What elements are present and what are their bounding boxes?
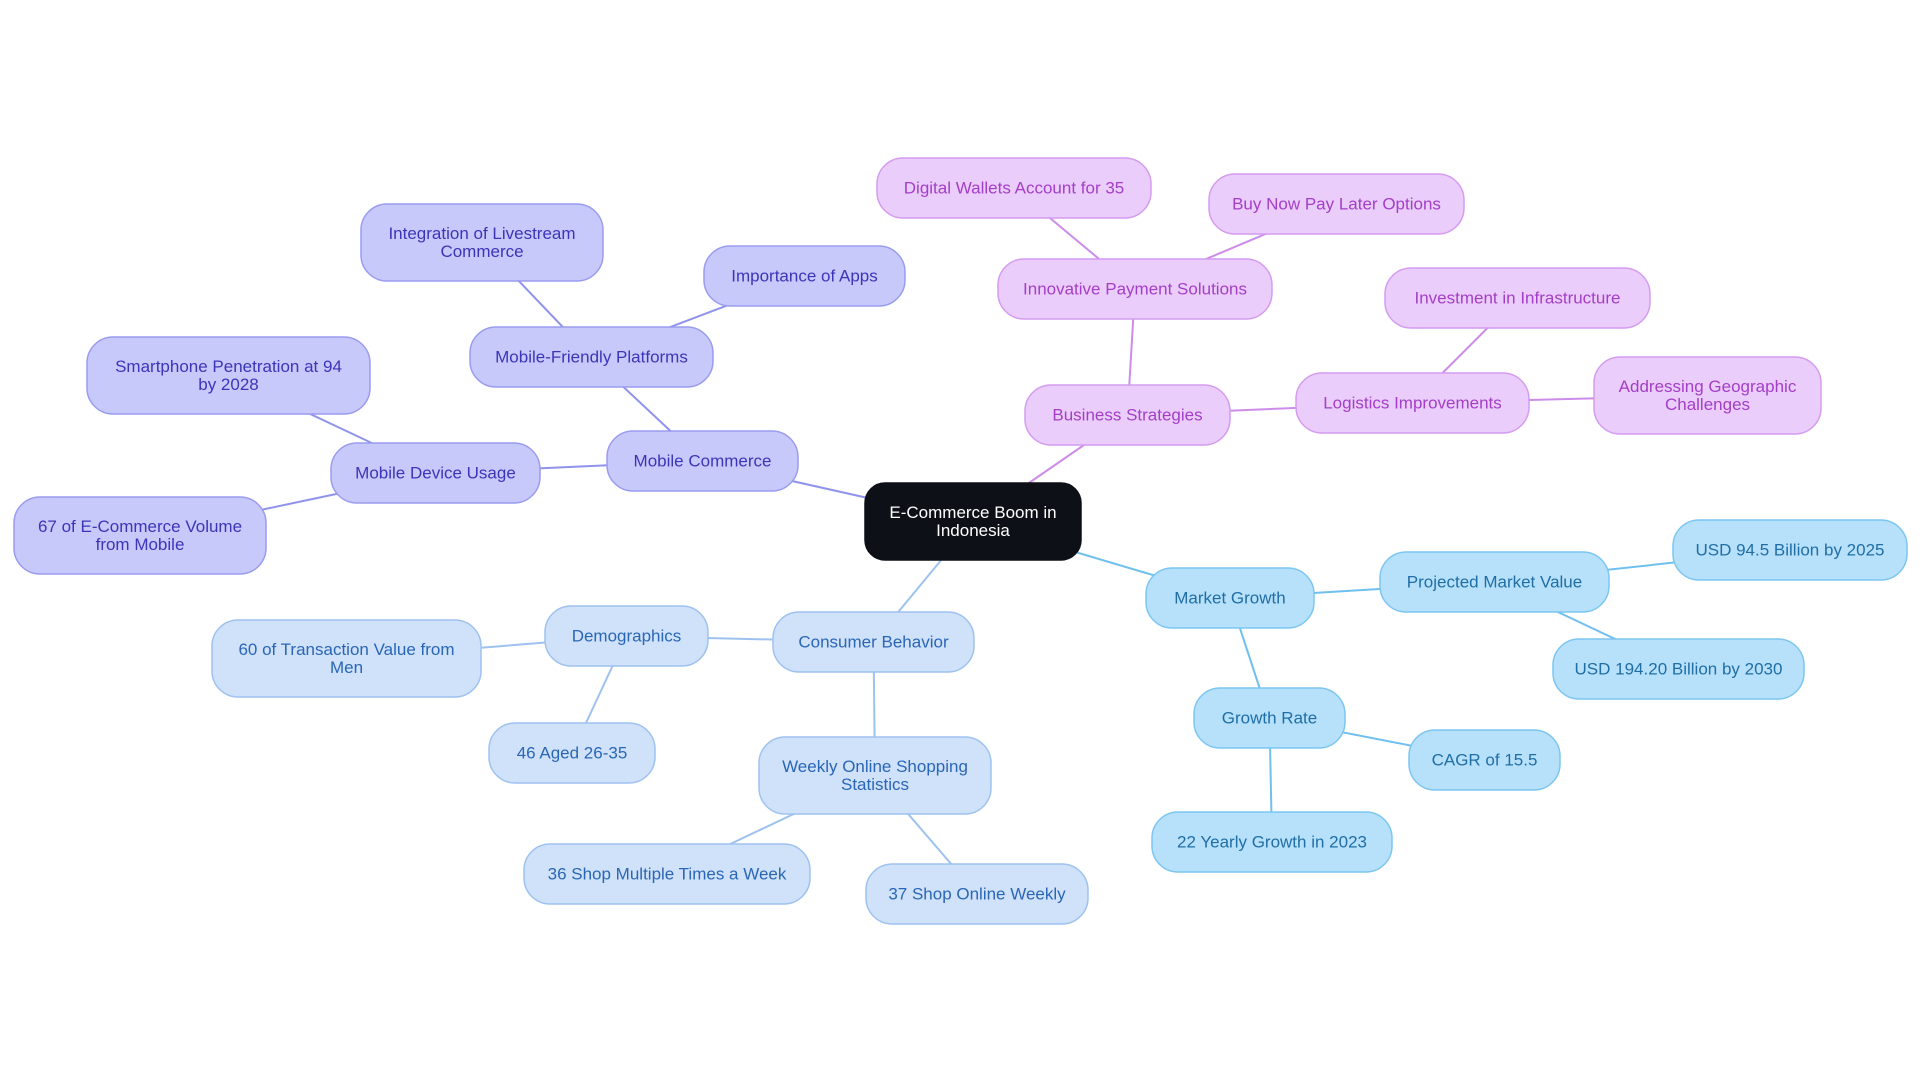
node-mobile-commerce[interactable]: Mobile Commerce — [606, 430, 799, 492]
node-label-line: Statistics — [841, 775, 909, 794]
node-box — [1384, 267, 1651, 329]
node-label-line: Indonesia — [936, 521, 1010, 540]
node-box — [772, 611, 975, 673]
node-box — [865, 863, 1089, 925]
node-label-line: Projected Market Value — [1407, 573, 1582, 592]
node-box — [876, 157, 1152, 219]
node-box — [1295, 372, 1530, 434]
node-label-line: E-Commerce Boom in — [889, 503, 1056, 522]
node-label-line: Investment in Infrastructure — [1415, 289, 1621, 308]
node-box — [1151, 811, 1393, 873]
node-label-line: USD 194.20 Billion by 2030 — [1575, 660, 1783, 679]
node-box — [1672, 519, 1908, 581]
node-shop-multiple-times[interactable]: 36 Shop Multiple Times a Week — [523, 843, 811, 905]
node-usd-194-20[interactable]: USD 194.20 Billion by 2030 — [1552, 638, 1805, 700]
node-label-line: Mobile Device Usage — [355, 464, 516, 483]
node-box — [1593, 356, 1822, 435]
node-business-strategies[interactable]: Business Strategies — [1024, 384, 1231, 446]
node-demographics[interactable]: Demographics — [544, 605, 709, 667]
node-logistics-improvements[interactable]: Logistics Improvements — [1295, 372, 1530, 434]
node-box — [1379, 551, 1610, 613]
node-digital-wallets[interactable]: Digital Wallets Account for 35 — [876, 157, 1152, 219]
node-label-line: Logistics Improvements — [1323, 394, 1502, 413]
node-mobile-friendly-platforms[interactable]: Mobile-Friendly Platforms — [469, 326, 714, 388]
node-consumer-behavior[interactable]: Consumer Behavior — [772, 611, 975, 673]
node-label-line: Commerce — [440, 242, 523, 261]
node-shop-online-weekly[interactable]: 37 Shop Online Weekly — [865, 863, 1089, 925]
node-usd-94-5[interactable]: USD 94.5 Billion by 2025 — [1672, 519, 1908, 581]
node-aged-26-35[interactable]: 46 Aged 26-35 — [488, 722, 656, 784]
node-label-line: 60 of Transaction Value from — [238, 640, 454, 659]
node-box — [1024, 384, 1231, 446]
node-box — [330, 442, 541, 504]
node-box — [1408, 729, 1561, 791]
node-box — [13, 496, 267, 575]
node-label-line: Innovative Payment Solutions — [1023, 280, 1247, 299]
node-label-line: Integration of Livestream — [388, 224, 575, 243]
node-label-line: 36 Shop Multiple Times a Week — [548, 865, 787, 884]
node-label-line: Mobile Commerce — [634, 452, 772, 471]
node-label-line: Buy Now Pay Later Options — [1232, 195, 1441, 214]
node-bnpl[interactable]: Buy Now Pay Later Options — [1208, 173, 1465, 235]
node-investment-infrastructure[interactable]: Investment in Infrastructure — [1384, 267, 1651, 329]
node-innovative-payment[interactable]: Innovative Payment Solutions — [997, 258, 1273, 320]
node-market-growth[interactable]: Market Growth — [1145, 567, 1315, 629]
node-label-line: 67 of E-Commerce Volume — [38, 517, 242, 536]
node-cagr[interactable]: CAGR of 15.5 — [1408, 729, 1561, 791]
node-label-line: Importance of Apps — [731, 267, 877, 286]
node-box — [758, 736, 992, 815]
node-box — [1193, 687, 1346, 749]
node-box — [1208, 173, 1465, 235]
node-box — [544, 605, 709, 667]
node-label-line: Smartphone Penetration at 94 — [115, 357, 342, 376]
node-label-line: 37 Shop Online Weekly — [888, 885, 1066, 904]
node-box — [211, 619, 482, 698]
node-box — [864, 482, 1082, 561]
node-box — [469, 326, 714, 388]
node-label-line: from Mobile — [96, 535, 185, 554]
node-label-line: Business Strategies — [1052, 406, 1202, 425]
node-box — [606, 430, 799, 492]
node-label-line: 22 Yearly Growth in 2023 — [1177, 833, 1367, 852]
node-label-line: Demographics — [572, 627, 682, 646]
node-label-line: by 2028 — [198, 375, 259, 394]
node-mobile-device-usage[interactable]: Mobile Device Usage — [330, 442, 541, 504]
node-box — [523, 843, 811, 905]
node-label-line: Challenges — [1665, 395, 1750, 414]
node-label-line: Consumer Behavior — [798, 633, 949, 652]
node-label-line: Men — [330, 658, 363, 677]
node-box — [360, 203, 604, 282]
node-label-line: CAGR of 15.5 — [1432, 751, 1538, 770]
node-growth-rate[interactable]: Growth Rate — [1193, 687, 1346, 749]
node-box — [1552, 638, 1805, 700]
node-importance-apps[interactable]: Importance of Apps — [703, 245, 906, 307]
node-projected-market-value[interactable]: Projected Market Value — [1379, 551, 1610, 613]
node-label-line: Addressing Geographic — [1619, 377, 1797, 396]
node-label-line: Growth Rate — [1222, 709, 1317, 728]
node-yearly-growth-2023[interactable]: 22 Yearly Growth in 2023 — [1151, 811, 1393, 873]
node-box — [86, 336, 371, 415]
node-label-line: Market Growth — [1174, 589, 1285, 608]
node-label-line: Weekly Online Shopping — [782, 757, 968, 776]
node-box — [488, 722, 656, 784]
node-label-line: USD 94.5 Billion by 2025 — [1695, 541, 1884, 560]
node-box — [997, 258, 1273, 320]
node-label-line: Digital Wallets Account for 35 — [904, 179, 1124, 198]
node-label-line: Mobile-Friendly Platforms — [495, 348, 688, 367]
node-box — [1145, 567, 1315, 629]
node-box — [703, 245, 906, 307]
node-label-line: 46 Aged 26-35 — [517, 744, 628, 763]
